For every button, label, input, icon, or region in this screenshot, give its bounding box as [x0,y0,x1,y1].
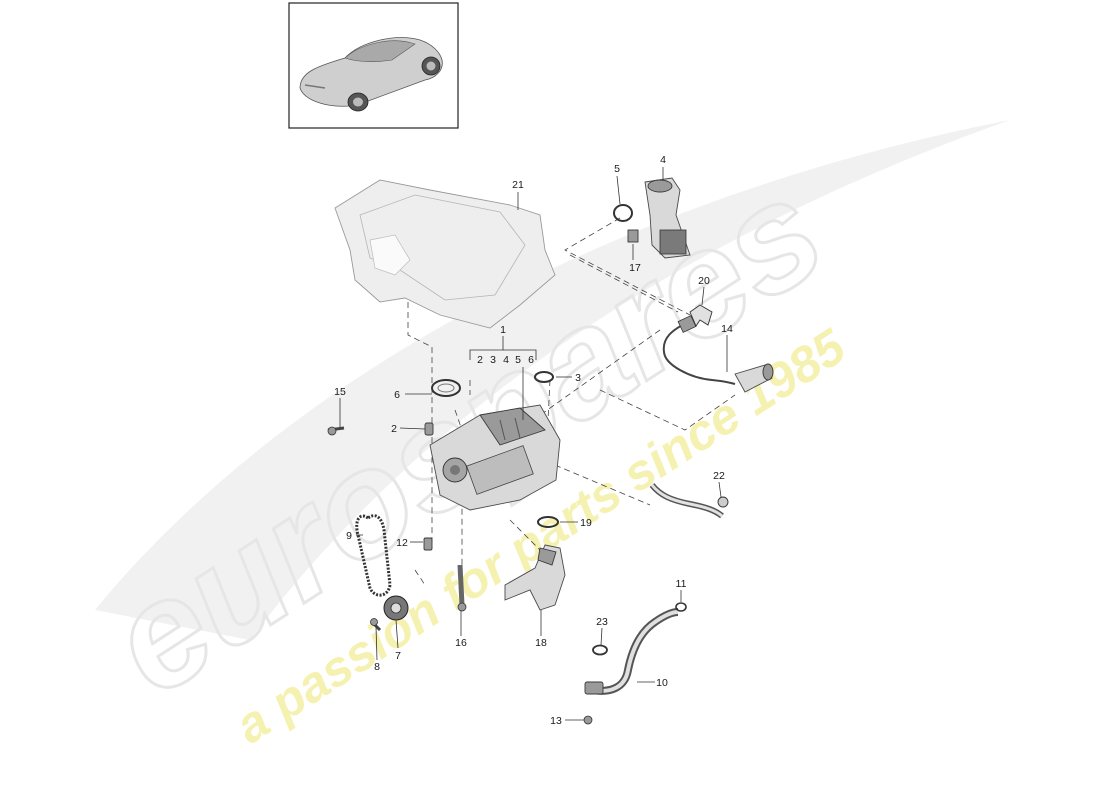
seal-6[interactable] [431,379,461,397]
car-thumbnail [288,2,459,129]
oil-pump-assembly[interactable] [429,404,561,511]
callout-11[interactable]: 11 [676,578,687,590]
o-ring-19[interactable] [537,516,559,528]
callout-5[interactable]: 5 [614,163,620,175]
oil-pan-upper[interactable] [334,179,556,329]
sprocket[interactable] [383,595,409,621]
callout-12[interactable]: 12 [396,537,408,549]
drive-chain[interactable] [355,514,392,597]
callout-18[interactable]: 18 [535,637,547,649]
callout-2[interactable]: 2 [391,423,397,435]
bolt-16[interactable] [457,564,467,612]
o-ring-5[interactable] [613,204,633,222]
oil-filter-housing[interactable] [644,177,691,259]
bolt-13[interactable] [583,715,593,725]
callout-10[interactable]: 10 [656,677,668,689]
callout-labels: 21 5 4 17 20 14 1 2 3 4 5 6 15 6 3 2 22 … [334,154,733,727]
callout-19[interactable]: 19 [580,517,592,529]
leader-lines [339,167,728,721]
group-label-6[interactable]: 6 [528,354,534,366]
callout-15[interactable]: 15 [334,386,346,398]
callout-20[interactable]: 20 [698,275,710,287]
callout-3[interactable]: 3 [575,372,581,384]
callout-4[interactable]: 4 [660,154,666,166]
seal-ring-3[interactable] [534,371,554,383]
callout-14[interactable]: 14 [721,323,733,335]
callout-1[interactable]: 1 [500,324,506,336]
oil-line-22[interactable] [649,483,729,519]
group-label-5[interactable]: 5 [515,354,521,366]
group-label-2[interactable]: 2 [477,354,483,366]
callout-22[interactable]: 22 [713,470,725,482]
group-label-3[interactable]: 3 [490,354,496,366]
suction-bracket[interactable] [504,544,566,611]
callout-8[interactable]: 8 [374,661,380,673]
dowel-sleeve-2[interactable] [424,422,434,436]
oil-level-sensor[interactable] [662,315,774,393]
insert-17[interactable] [627,229,639,243]
callout-9[interactable]: 9 [346,530,352,542]
bolt-12[interactable] [423,537,433,551]
callout-21[interactable]: 21 [512,179,524,191]
seal-ring-23[interactable] [592,644,608,656]
oil-return-pipe[interactable] [584,608,679,695]
seal-ring-11[interactable] [675,602,687,612]
callout-16[interactable]: 16 [455,637,467,649]
callout-23[interactable]: 23 [596,616,608,628]
callout-7[interactable]: 7 [395,650,401,662]
car-icon [299,37,443,112]
callout-13[interactable]: 13 [550,715,562,727]
group-label-4[interactable]: 4 [503,354,509,366]
callout-6[interactable]: 6 [394,389,400,401]
bolt-15[interactable] [327,426,345,436]
callout-17[interactable]: 17 [629,262,641,274]
watermark-swoosh [95,120,1010,640]
